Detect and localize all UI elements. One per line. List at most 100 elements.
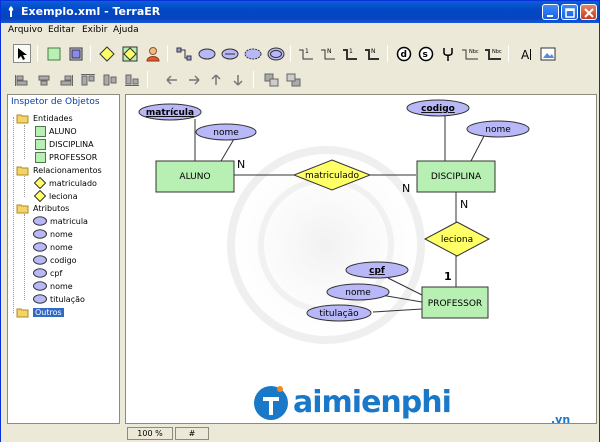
attribute-aluno-nome[interactable]: nome <box>195 123 257 141</box>
attribute-professor-nome[interactable]: nome <box>326 283 390 301</box>
tree-group-atributos[interactable]: Atributos <box>16 202 69 214</box>
bring-front-icon <box>264 73 279 86</box>
menu-arquivo[interactable]: Arquivo <box>8 25 43 35</box>
relationship-label: matriculado <box>305 171 359 181</box>
tree-item-label: nome <box>50 242 73 252</box>
attribute-icon <box>33 229 47 239</box>
close-button[interactable] <box>580 4 597 20</box>
select-tool-button[interactable] <box>13 44 31 63</box>
tree-item-attribute[interactable]: matricula <box>33 215 88 227</box>
watermark-suffix: .vn <box>551 413 571 426</box>
maximize-icon <box>565 8 575 18</box>
generalization-tool-button[interactable]: Nbc <box>484 44 502 63</box>
entity-disciplina[interactable]: DISCIPLINA <box>416 160 496 193</box>
attribute-tool-button[interactable] <box>198 44 216 63</box>
key-attribute-tool-button[interactable] <box>221 44 239 63</box>
minimize-button[interactable] <box>542 4 559 20</box>
tree-item-attribute[interactable]: nome <box>33 280 73 292</box>
align-bottom-button[interactable] <box>123 70 141 89</box>
maximize-button[interactable] <box>561 4 578 20</box>
tree-item-relationship[interactable]: leciona <box>34 190 78 202</box>
align-center-button[interactable] <box>35 70 53 89</box>
svg-text:1: 1 <box>349 48 353 55</box>
menu-ajuda[interactable]: Ajuda <box>113 25 139 35</box>
derived-attribute-tool-button[interactable] <box>244 44 262 63</box>
tree-item-entity[interactable]: PROFESSOR <box>35 151 97 163</box>
attribute-disciplina-nome[interactable]: nome <box>466 120 530 138</box>
tree-line <box>24 125 25 159</box>
tree-item-label: leciona <box>49 191 78 201</box>
move-left-button[interactable] <box>163 70 181 89</box>
cardinality-label: N <box>402 182 410 195</box>
entity-aluno[interactable]: ALUNO <box>155 160 235 193</box>
svg-text:Nbc: Nbc <box>492 49 502 55</box>
overlap-tool-button[interactable]: s <box>417 44 435 63</box>
zoom-level[interactable]: 100 % <box>127 427 173 440</box>
relationship-leciona[interactable]: leciona <box>423 221 491 257</box>
align-middle-icon <box>103 74 117 85</box>
tree-item-label: PROFESSOR <box>49 152 98 162</box>
move-right-button[interactable] <box>185 70 203 89</box>
tree-group-outros[interactable]: Outros <box>16 306 64 318</box>
entity-label: ALUNO <box>179 172 210 182</box>
weak-entity-tool-button[interactable] <box>67 44 85 63</box>
align-middle-button[interactable] <box>101 70 119 89</box>
diagram-canvas[interactable]: ALUNO DISCIPLINA PROFESSOR matriculado l… <box>125 94 597 424</box>
relationship-icon <box>99 45 115 62</box>
bring-front-button[interactable] <box>263 70 281 89</box>
associative-entity-tool-button[interactable] <box>121 44 139 63</box>
attribute-matricula[interactable]: matrícula <box>138 103 202 121</box>
menu-editar[interactable]: Editar <box>48 25 75 35</box>
cardinality-n-tool-button[interactable]: N <box>319 44 337 63</box>
entity-tool-button[interactable] <box>45 44 63 63</box>
entity-professor[interactable]: PROFESSOR <box>421 286 489 319</box>
watermark-emblem-icon <box>254 386 288 420</box>
text-tool-button[interactable]: A <box>517 44 535 63</box>
object-inspector-panel: Inspetor de Objetos Entidades ALUNO DISC… <box>7 94 120 424</box>
attribute-label: matrícula <box>146 108 194 118</box>
tree-group-entidades[interactable]: Entidades <box>16 112 73 124</box>
title-bar[interactable]: Exemplo.xml - TerraER <box>1 1 599 23</box>
align-right-button[interactable] <box>57 70 75 89</box>
attribute-cpf[interactable]: cpf <box>345 261 409 279</box>
align-left-button[interactable] <box>13 70 31 89</box>
connect-tool-button[interactable] <box>175 44 193 63</box>
attribute-icon <box>198 48 216 59</box>
menu-exibir[interactable]: Exibir <box>82 25 108 35</box>
multivalued-attribute-tool-button[interactable] <box>267 44 285 63</box>
relationship-tool-button[interactable] <box>98 44 116 63</box>
connector-icon <box>176 47 192 60</box>
cardinality-1-total-tool-button[interactable]: 1 <box>341 44 359 63</box>
tree-group-relacionamentos[interactable]: Relacionamentos <box>16 164 102 176</box>
er-diagram[interactable]: ALUNO DISCIPLINA PROFESSOR matriculado l… <box>126 95 597 424</box>
align-top-button[interactable] <box>79 70 97 89</box>
user-tool-button[interactable] <box>144 44 162 63</box>
cardinality-1-tool-button[interactable]: 1 <box>297 44 315 63</box>
move-up-button[interactable] <box>207 70 225 89</box>
align-top-icon <box>81 73 95 85</box>
grid-toggle[interactable]: # <box>175 427 209 440</box>
cardinality-label: N <box>237 158 245 171</box>
specialization-icon: Nbc <box>462 49 479 59</box>
send-back-button[interactable] <box>285 70 303 89</box>
svg-text:A: A <box>521 48 530 61</box>
attribute-codigo[interactable]: codigo <box>406 99 470 117</box>
tree-item-attribute[interactable]: nome <box>33 228 73 240</box>
tree-item-attribute[interactable]: codigo <box>33 254 77 266</box>
tree-group-label: Relacionamentos <box>33 165 102 175</box>
relationship-matriculado[interactable]: matriculado <box>292 159 372 191</box>
attribute-titulacao[interactable]: titulação <box>306 304 372 322</box>
tree-item-relationship[interactable]: matriculado <box>34 177 97 189</box>
disjoint-tool-button[interactable]: d <box>395 44 413 63</box>
tree-item-entity[interactable]: DISCIPLINA <box>35 138 94 150</box>
cardinality-n-total-tool-button[interactable]: N <box>363 44 381 63</box>
union-tool-button[interactable] <box>439 44 457 63</box>
image-tool-button[interactable] <box>539 44 557 63</box>
specialization-tool-button[interactable]: Nbc <box>461 44 479 63</box>
tree-item-entity[interactable]: ALUNO <box>35 125 77 137</box>
tree-item-attribute[interactable]: cpf <box>33 267 62 279</box>
tree-line <box>13 117 14 313</box>
move-down-button[interactable] <box>229 70 247 89</box>
tree-item-attribute[interactable]: nome <box>33 241 73 253</box>
tree-item-attribute[interactable]: titulação <box>33 293 85 305</box>
